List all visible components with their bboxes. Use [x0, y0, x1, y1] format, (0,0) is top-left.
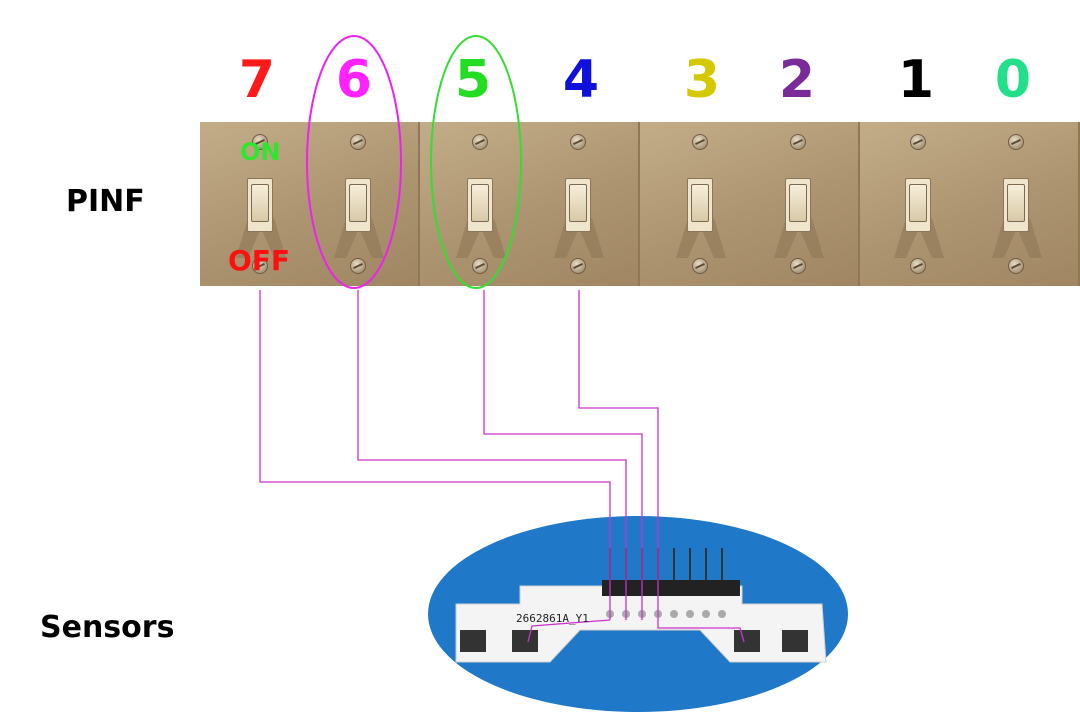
toggle-lever	[691, 184, 709, 222]
toggle-lever	[349, 184, 367, 222]
screw-icon	[570, 258, 586, 274]
bit-label-3: 3	[683, 50, 721, 110]
sensor-board	[455, 585, 827, 663]
toggle-lever	[909, 184, 927, 222]
screw-icon	[570, 134, 586, 150]
toggle-switch-5[interactable]	[450, 122, 510, 286]
wire-sensor-1	[527, 619, 611, 643]
state-on-label: ON	[240, 138, 281, 166]
toggle-switch-0[interactable]	[986, 122, 1046, 286]
toggle-switch-2[interactable]	[768, 122, 828, 286]
screw-icon	[350, 258, 366, 274]
wire-sensor-4	[657, 620, 745, 643]
wire-bit-4	[578, 290, 659, 620]
toggle-lever	[789, 184, 807, 222]
ir-sensor-3	[734, 630, 760, 652]
toggle-switch-4[interactable]	[548, 122, 608, 286]
wires	[259, 290, 745, 643]
screw-icon	[692, 134, 708, 150]
switch-plate-2	[420, 122, 640, 286]
register-label: PINF	[66, 184, 145, 219]
bit-label-5: 5	[454, 50, 492, 110]
ir-sensor-1	[460, 630, 486, 652]
highlight-bit-6	[306, 35, 402, 289]
ir-sensor-2	[512, 630, 538, 652]
board-id-label: 2662861A_Y1	[516, 612, 589, 625]
screw-icon	[1008, 258, 1024, 274]
switch-plate-4	[860, 122, 1080, 286]
screw-icon	[472, 258, 488, 274]
screw-icon	[910, 134, 926, 150]
toggle-switch-3[interactable]	[670, 122, 730, 286]
screw-icon	[350, 134, 366, 150]
screw-icon	[252, 134, 268, 150]
switch-plate-3	[640, 122, 860, 286]
bit-label-0: 0	[994, 50, 1032, 110]
toggle-lever	[1007, 184, 1025, 222]
pin-header	[602, 580, 740, 596]
wire-bit-6	[357, 290, 627, 620]
screw-icon	[692, 258, 708, 274]
toggle-lever	[471, 184, 489, 222]
bit-label-4: 4	[562, 50, 600, 110]
switch-panel	[200, 122, 1080, 286]
screw-icon	[790, 134, 806, 150]
toggle-switch-7[interactable]	[230, 122, 290, 286]
toggle-switch-1[interactable]	[888, 122, 948, 286]
wire-bit-5	[483, 290, 643, 620]
sensors-label: Sensors	[40, 610, 175, 645]
screw-icon	[252, 258, 268, 274]
screw-icon	[790, 258, 806, 274]
toggle-switch-6[interactable]	[328, 122, 388, 286]
bit-label-7: 7	[238, 50, 276, 110]
highlight-bit-5	[430, 35, 522, 289]
bit-label-6: 6	[335, 50, 373, 110]
toggle-lever	[569, 184, 587, 222]
screw-icon	[910, 258, 926, 274]
wire-bit-7	[259, 290, 611, 620]
ir-sensor-4	[782, 630, 808, 652]
screw-icon	[1008, 134, 1024, 150]
toggle-lever	[251, 184, 269, 222]
state-off-label: OFF	[228, 244, 291, 277]
screw-icon	[472, 134, 488, 150]
bit-label-2: 2	[778, 50, 816, 110]
bit-label-1: 1	[897, 50, 935, 110]
